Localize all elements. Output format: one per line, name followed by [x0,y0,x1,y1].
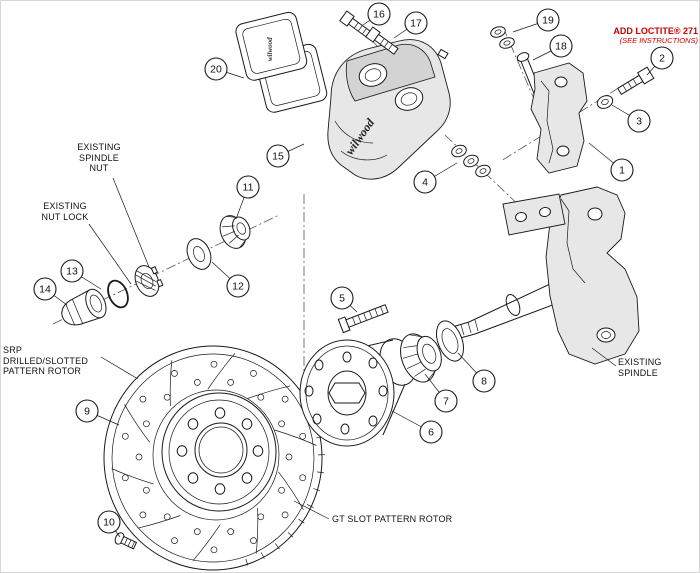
callout-5 [330,286,354,310]
part-caliper-bolt-2 [365,26,399,55]
callout-number-3: 3 [636,116,642,128]
callout-number-8: 8 [481,376,487,388]
part-washers-19 [490,26,515,49]
callout-7 [434,389,458,413]
callout-12 [226,274,250,298]
callout-9 [75,399,99,423]
callout-2 [650,46,674,70]
label-line: NUT LOCK [41,211,89,222]
part-spindle-washer [436,320,464,362]
callout-19 [536,8,560,32]
label-line: SPINDLE [618,367,658,378]
callout-number-16: 16 [373,9,385,21]
label-line: SRP DRILLED/SLOTTED [3,345,89,366]
callout-11 [236,175,260,199]
callout-3 [627,109,651,133]
callout-8 [472,369,496,393]
callout-16 [367,2,391,26]
part-rotor-screw [114,532,138,550]
loctite-note-line2: (SEE INSTRUCTIONS) [619,36,698,45]
callout-number-17: 17 [410,18,422,30]
callout-4 [413,170,437,194]
label-line: EXISTING [43,201,87,211]
label-line: NUT [89,163,109,174]
callout-15 [266,144,290,168]
pad-brand-text: wilwood [266,37,274,61]
callout-number-9: 9 [84,406,90,418]
callout-number-7: 7 [443,396,449,408]
part-outer-bearing [400,333,442,383]
callout-number-5: 5 [339,293,345,305]
part-spindle-nut [219,215,251,249]
callout-1 [610,158,634,182]
part-nut-lock [134,265,164,297]
part-spindle-washer-flat [186,238,212,270]
part-rotor [103,345,326,571]
label-line: GT SLOT PATTERN ROTOR [332,514,453,524]
callout-number-11: 11 [243,182,254,194]
callout-10 [97,510,121,534]
callout-number-19: 19 [542,15,554,27]
callout-number-18: 18 [555,41,567,53]
callout-number-15: 15 [272,151,284,163]
callout-number-1: 1 [619,165,625,177]
part-bracket-washer [596,95,614,109]
callout-14 [33,277,57,301]
part-washers-4 [451,144,491,178]
label-line: EXISTING [618,357,662,367]
callout-13 [60,259,84,283]
callout-20 [204,57,228,81]
label-gt-rotor: GT SLOT PATTERN ROTOR [332,514,492,525]
part-caliper: wilwood [327,39,451,180]
callout-number-4: 4 [422,177,428,189]
callout-17 [404,11,428,35]
label-leader-lines [88,177,617,520]
label-line: EXISTING [77,142,121,152]
callout-number-13: 13 [66,266,78,278]
part-brake-pad-outer: wilwood [235,11,308,81]
label-line: SPINDLE [79,152,119,163]
callout-number-14: 14 [39,284,51,296]
callout-number-12: 12 [232,281,244,293]
label-line: PATTERN ROTOR [3,366,82,377]
part-wheel-stud [337,304,389,334]
loctite-note-line1: ADD LOCTITE® 271 [613,26,698,36]
callout-number-2: 2 [659,53,665,65]
part-caliper-bracket [530,62,588,174]
part-o-ring [107,279,129,309]
part-bracket-bolt [617,66,655,95]
callout-number-20: 20 [210,64,222,76]
callout-6 [419,420,443,444]
part-spindle [447,186,640,365]
loctite-note: ADD LOCTITE® 271 (SEE INSTRUCTIONS) [613,26,698,45]
part-dust-cap [61,288,107,326]
callout-number-10: 10 [103,517,115,529]
callout-18 [549,34,573,58]
callout-number-6: 6 [428,427,434,439]
